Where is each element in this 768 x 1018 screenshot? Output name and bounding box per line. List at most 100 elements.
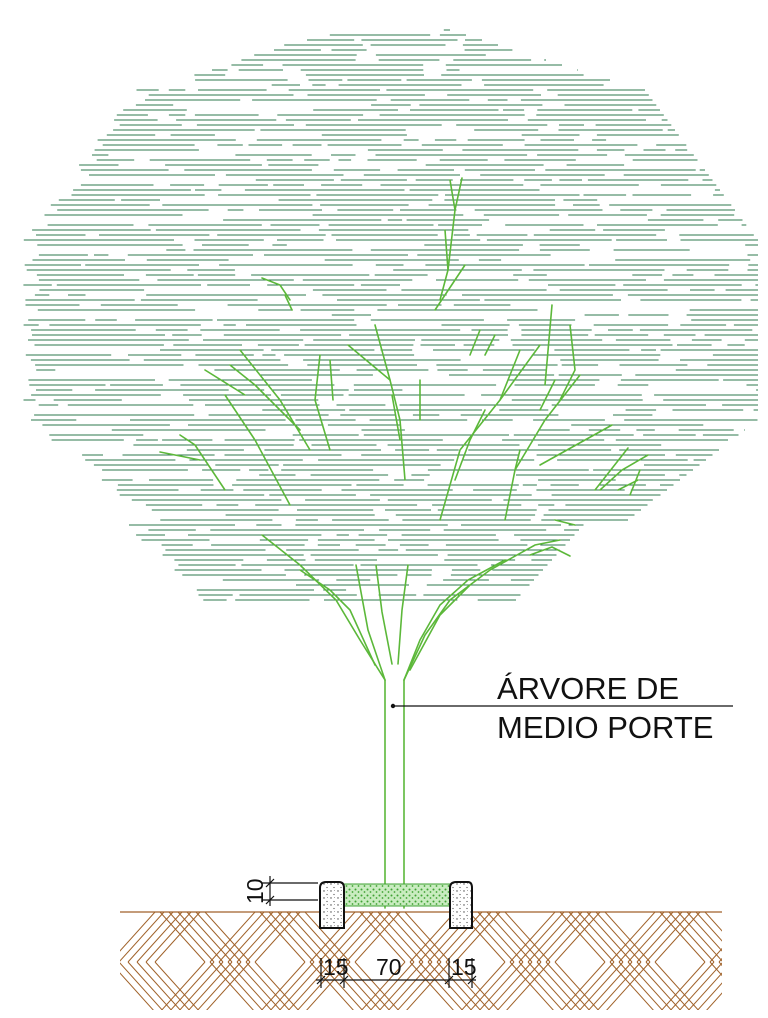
soil-stroke <box>737 1012 768 1018</box>
soil-stroke <box>554 912 601 963</box>
soil-stroke <box>578 1012 623 1018</box>
soil-stroke <box>709 947 722 963</box>
label-leader-dot <box>390 703 396 709</box>
soil-stroke <box>536 912 583 963</box>
soil-stroke <box>309 912 356 963</box>
soil-stroke <box>410 1012 455 1018</box>
soil-stroke <box>561 961 606 1010</box>
soil-stroke <box>454 961 499 1010</box>
soil-stroke <box>209 912 256 963</box>
soil-stroke <box>405 1012 450 1018</box>
soil-stroke <box>570 961 615 1010</box>
soil-stroke <box>746 1012 768 1018</box>
soil-stroke <box>679 962 722 1010</box>
soil-stroke <box>304 912 351 963</box>
soil-stroke <box>269 1012 314 1018</box>
soil-stroke <box>686 912 722 952</box>
soil-stroke <box>704 912 722 932</box>
soil-stroke <box>655 1012 700 1018</box>
soil-stroke <box>154 912 201 963</box>
soil-stroke <box>379 961 424 1010</box>
dimension-curb-height <box>262 876 318 906</box>
soil-stroke <box>559 912 606 963</box>
soil-stroke <box>154 961 199 1010</box>
soil-stroke <box>155 1012 200 1018</box>
soil-stroke <box>527 912 574 963</box>
soil-stroke <box>336 912 383 963</box>
soil-stroke <box>586 912 633 963</box>
soil-stroke <box>428 1012 473 1018</box>
soil-stroke <box>595 912 642 963</box>
dim-label-curb-left-width: 15 <box>323 954 349 980</box>
soil-hatch <box>110 912 768 1018</box>
soil-stroke <box>461 961 506 1010</box>
soil-stroke <box>627 961 672 1010</box>
soil-stroke <box>605 1012 650 1018</box>
soil-stroke <box>137 1012 182 1018</box>
soil-stroke <box>395 912 442 963</box>
soil-stroke <box>359 912 406 963</box>
soil-stroke <box>661 961 706 1010</box>
soil-stroke <box>710 1012 755 1018</box>
soil-stroke <box>209 961 254 1010</box>
soil-stroke <box>486 912 533 963</box>
soil-stroke <box>706 992 722 1010</box>
soil-stroke <box>318 961 363 1010</box>
soil-stroke <box>120 912 156 952</box>
soil-stroke <box>170 961 215 1010</box>
soil-stroke <box>668 912 715 963</box>
soil-stroke <box>618 912 665 963</box>
soil-stroke <box>187 1012 232 1018</box>
soil-stroke <box>628 1012 673 1018</box>
soil-stroke <box>218 912 265 963</box>
soil-stroke <box>637 1012 682 1018</box>
soil-stroke <box>261 961 306 1010</box>
soil-stroke <box>597 961 642 1010</box>
soil-stroke <box>427 961 472 1010</box>
soil-stroke <box>196 1012 241 1018</box>
soil-stroke <box>609 912 656 963</box>
soil-stroke <box>470 961 515 1010</box>
soil-stroke <box>120 962 163 1010</box>
soil-stroke <box>609 961 654 1010</box>
soil-stroke <box>519 1012 564 1018</box>
soil-stroke <box>286 912 333 963</box>
soil-stroke <box>345 961 390 1010</box>
curb-right <box>449 881 473 929</box>
soil-stroke <box>409 912 456 963</box>
soil-stroke <box>120 912 165 962</box>
soil-stroke <box>378 1012 423 1018</box>
soil-stroke <box>560 1012 605 1018</box>
soil-stroke <box>545 912 592 963</box>
soil-stroke <box>546 1012 591 1018</box>
soil-stroke <box>509 961 554 1010</box>
soil-stroke <box>178 1012 223 1018</box>
soil-stroke <box>354 961 399 1010</box>
soil-stroke <box>719 1012 764 1018</box>
soil-stroke <box>695 912 722 942</box>
soil-stroke <box>437 1012 482 1018</box>
soil-stroke <box>696 1012 741 1018</box>
soil-stroke <box>728 962 768 1012</box>
soil-stroke <box>346 1012 391 1018</box>
soil-stroke <box>468 912 515 963</box>
soil-stroke <box>495 912 542 963</box>
soil-stroke <box>746 962 768 1012</box>
soil-stroke <box>619 1012 664 1018</box>
soil-stroke <box>355 1012 400 1018</box>
soil-stroke <box>728 1012 768 1018</box>
soil-stroke <box>110 1012 155 1018</box>
soil-stroke <box>260 1012 305 1018</box>
dim-label-planter-width: 70 <box>376 954 402 980</box>
soil-stroke <box>488 961 533 1010</box>
soil-stroke <box>287 1012 332 1018</box>
soil-stroke <box>370 961 415 1010</box>
soil-stroke <box>297 961 342 1010</box>
soil-stroke <box>718 961 722 967</box>
soil-stroke <box>636 961 681 1010</box>
soil-stroke <box>254 912 301 963</box>
soil-stroke <box>319 1012 364 1018</box>
soil-stroke <box>360 1012 405 1018</box>
soil-stroke <box>127 961 172 1010</box>
soil-stroke <box>627 912 674 963</box>
